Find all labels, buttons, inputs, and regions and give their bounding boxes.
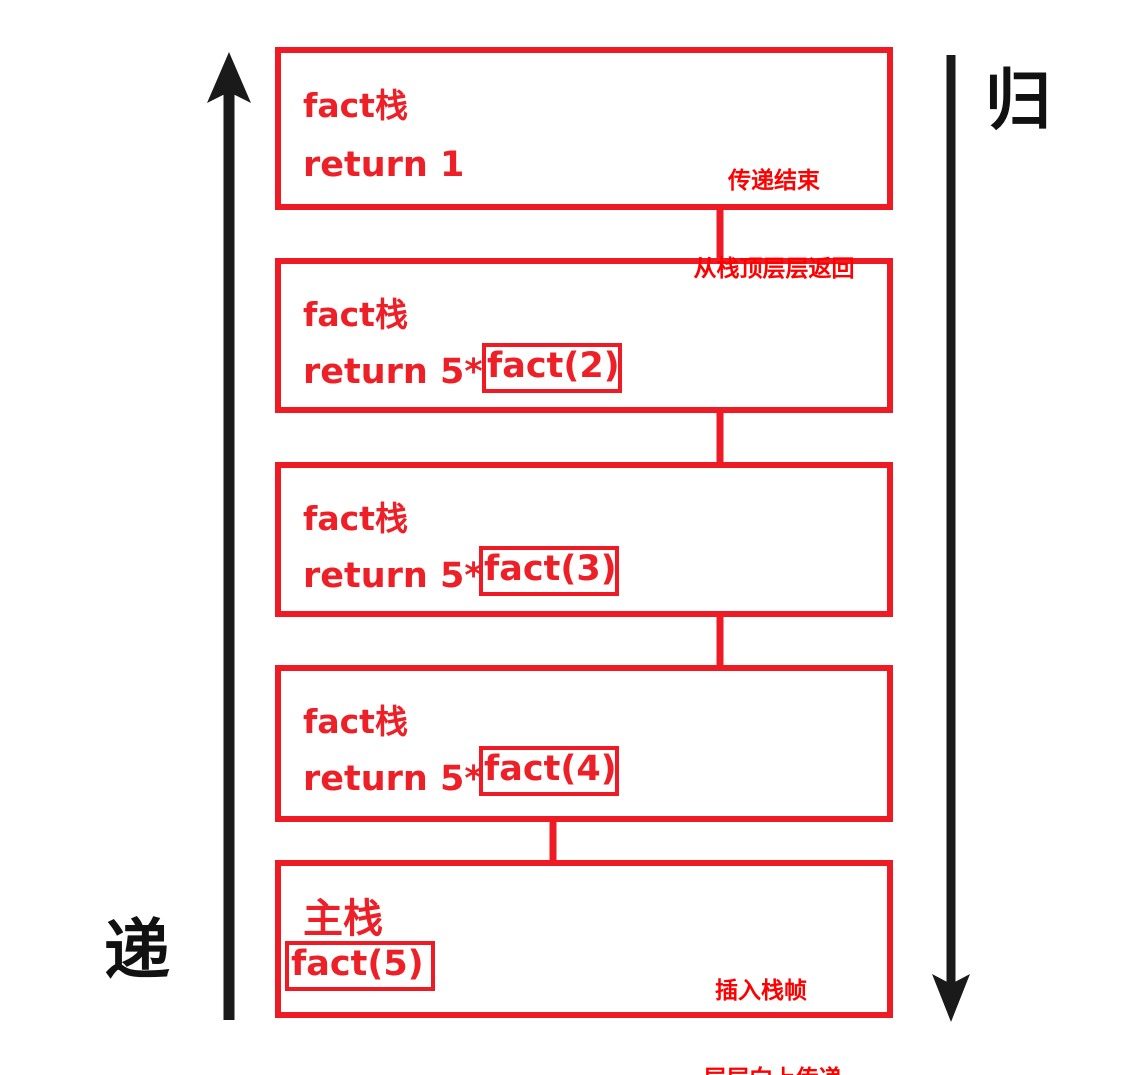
call-label: fact(4): [484, 749, 617, 789]
right-arrow-down-icon: [932, 55, 970, 1022]
frame-title: fact栈: [303, 295, 408, 334]
annotation-line-1: 传递结束: [728, 167, 820, 194]
stack-frame-2[interactable]: fact栈 return 5*: [275, 258, 893, 413]
frame-title: 主栈: [303, 896, 383, 942]
frame-body: return 5*: [303, 352, 483, 392]
call-box-fact3[interactable]: [479, 546, 619, 596]
frame-body: return 1: [303, 145, 465, 185]
stack-frame-top[interactable]: fact栈 return 1: [275, 47, 893, 210]
frame-body: return 5*: [303, 759, 483, 799]
call-label: fact(3): [484, 549, 617, 589]
stack-frame-4[interactable]: fact栈 return 5*: [275, 665, 893, 822]
left-arrow-label-descend: 递: [104, 912, 170, 989]
call-box-fact4[interactable]: [479, 746, 619, 796]
frame-title: fact栈: [303, 86, 408, 125]
right-arrow-label-return: 归: [985, 62, 1051, 139]
annotation-line-1: 插入栈帧: [715, 977, 807, 1004]
frame-title: fact栈: [303, 702, 408, 741]
call-label: fact(5): [291, 944, 424, 984]
annotation-line-2: 从栈顶层层返回: [693, 256, 855, 283]
left-arrow-up-icon: [207, 52, 251, 1020]
stack-frame-main[interactable]: 主栈: [275, 860, 893, 1018]
annotation-push-phase: 插入栈帧 一层层向上传递: [650, 918, 872, 1075]
call-box-fact5[interactable]: [285, 941, 435, 991]
annotation-line-2: 一层层向上传递: [650, 1065, 872, 1075]
frame-body: return 5*: [303, 556, 483, 596]
stack-frame-3[interactable]: fact栈 return 5*: [275, 462, 893, 617]
call-label: fact(2): [487, 346, 620, 386]
frame-title: fact栈: [303, 499, 408, 538]
call-box-fact2[interactable]: [482, 343, 622, 393]
annotation-return-phase: 传递结束 从栈顶层层返回: [668, 108, 880, 344]
